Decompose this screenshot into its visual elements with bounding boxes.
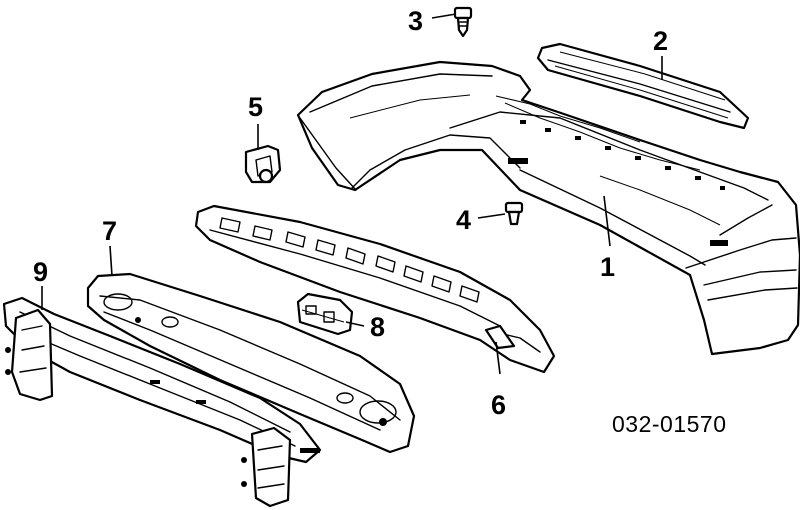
callout-9: 9 xyxy=(33,257,48,287)
callout-8: 8 xyxy=(370,312,385,342)
bumper-frame-rail xyxy=(2,296,322,508)
bumper-cover xyxy=(296,60,800,356)
callout-6: 6 xyxy=(491,390,506,420)
callout-4: 4 xyxy=(456,205,471,235)
callout-5: 5 xyxy=(248,92,263,122)
callout-numbers: 1 2 3 4 5 6 7 8 9 xyxy=(33,6,668,420)
mounting-bracket-8 xyxy=(296,292,354,336)
reinforcement-beam xyxy=(86,272,416,454)
bracket-clip-5 xyxy=(244,144,282,184)
callout-3: 3 xyxy=(408,6,423,36)
callout-1: 1 xyxy=(600,252,615,282)
energy-absorber xyxy=(194,204,556,374)
clip-fastener-3 xyxy=(453,6,473,38)
callout-7: 7 xyxy=(102,216,117,246)
leader-lines xyxy=(41,13,663,375)
push-rivet-4 xyxy=(504,201,524,226)
trim-strip xyxy=(536,42,750,130)
diagram-code: 032-01570 xyxy=(612,411,727,437)
callout-2: 2 xyxy=(653,26,668,56)
